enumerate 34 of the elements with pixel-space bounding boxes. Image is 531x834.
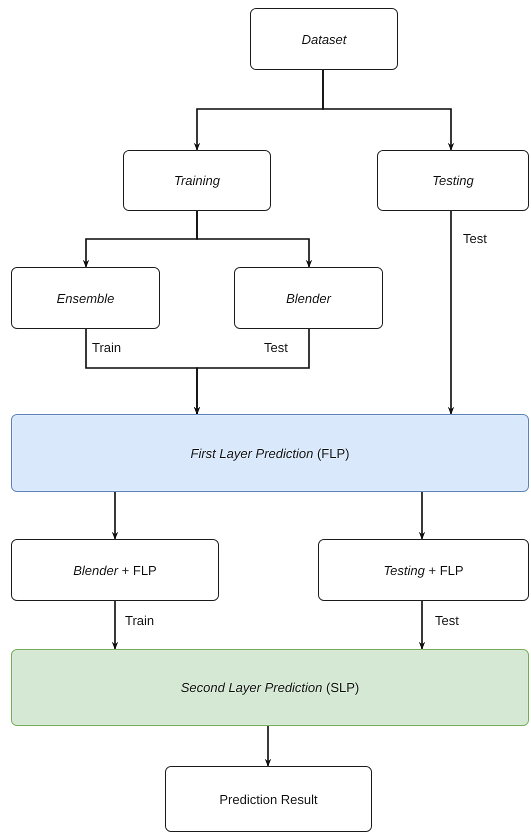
node-label: Testing + FLP	[383, 562, 464, 578]
node-label: Training	[174, 173, 220, 188]
arrow	[264, 726, 272, 767]
process-box	[123, 150, 271, 211]
edge-label: Test	[434, 613, 460, 628]
arrow	[322, 70, 454, 151]
layer-band	[11, 649, 529, 726]
node-label: Testing	[432, 173, 474, 188]
process-box	[234, 267, 383, 329]
process-box	[11, 539, 219, 601]
arrow	[418, 601, 426, 650]
node-label: Ensemble	[56, 290, 114, 306]
node-label: Prediction Result	[219, 792, 318, 806]
node-label: Blender + FLP	[73, 562, 157, 578]
arrow	[196, 211, 312, 268]
edge-label: Test	[462, 231, 488, 246]
edge-label: Test	[263, 340, 289, 355]
arrow	[194, 329, 310, 415]
arrow	[112, 492, 118, 540]
process-box	[377, 150, 529, 211]
node-label: Blender	[286, 290, 331, 306]
edge-label: Train	[91, 340, 122, 355]
process-box	[318, 539, 529, 601]
arrow	[112, 601, 118, 650]
node-label: Second Layer Prediction (SLP)	[180, 680, 360, 695]
process-box	[165, 766, 372, 832]
process-box	[11, 267, 160, 329]
arrow	[418, 492, 426, 540]
layer-band	[11, 414, 529, 492]
node-label: Dataset	[302, 32, 346, 46]
edge-label: Train	[124, 613, 156, 628]
process-box	[250, 8, 398, 70]
arrow	[448, 211, 454, 415]
node-label: First Layer Prediction (FLP)	[190, 446, 350, 460]
